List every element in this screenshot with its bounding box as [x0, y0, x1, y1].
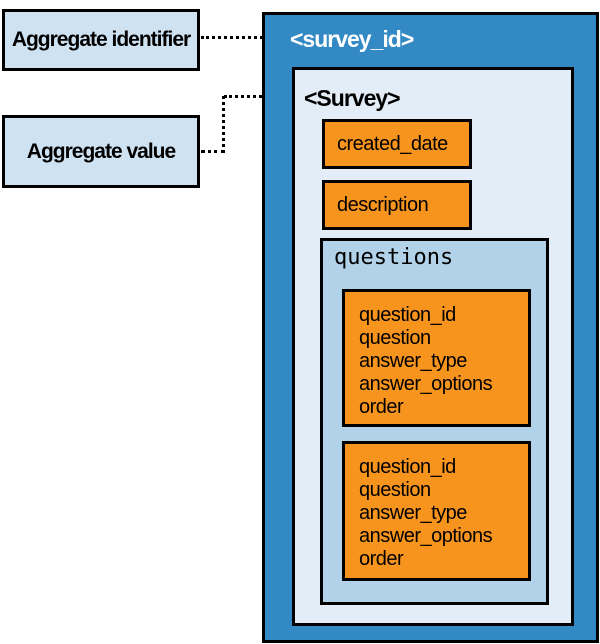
question-1-field-answer-options: answer_options — [359, 373, 493, 395]
survey-id-label: <survey_id> — [290, 26, 414, 52]
identifier-connector-line — [201, 36, 269, 39]
survey-label: <Survey> — [304, 85, 401, 111]
aggregate-identifier-label: Aggregate identifier — [11, 28, 191, 51]
value-connector-line-vertical — [222, 96, 225, 153]
question-2-field-question: question — [359, 479, 431, 501]
value-connector-line-horizontal-lower — [201, 150, 225, 153]
question-1-field-answer-type: answer_type — [359, 350, 467, 372]
question-2-field-order: order — [359, 548, 404, 570]
question-2-field-answer-options: answer_options — [359, 525, 493, 547]
question-item-2: question_id question answer_type answer_… — [342, 441, 531, 581]
question-2-field-answer-type: answer_type — [359, 502, 467, 524]
aggregate-value-note: Aggregate value — [2, 115, 200, 188]
question-2-field-question-id: question_id — [359, 456, 456, 478]
value-connector-line-horizontal-upper — [224, 95, 279, 98]
aggregate-identifier-note: Aggregate identifier — [2, 9, 200, 71]
field-description: description — [322, 180, 472, 230]
field-created-date: created_date — [322, 119, 472, 169]
question-1-field-question: question — [359, 327, 431, 349]
field-created-date-label: created_date — [337, 132, 448, 155]
aggregate-value-label: Aggregate value — [26, 139, 176, 163]
question-item-1: question_id question answer_type answer_… — [342, 289, 531, 427]
question-1-field-question-id: question_id — [359, 304, 456, 326]
field-description-label: description — [337, 193, 429, 216]
question-1-field-order: order — [359, 396, 404, 418]
questions-label: questions — [334, 245, 454, 270]
